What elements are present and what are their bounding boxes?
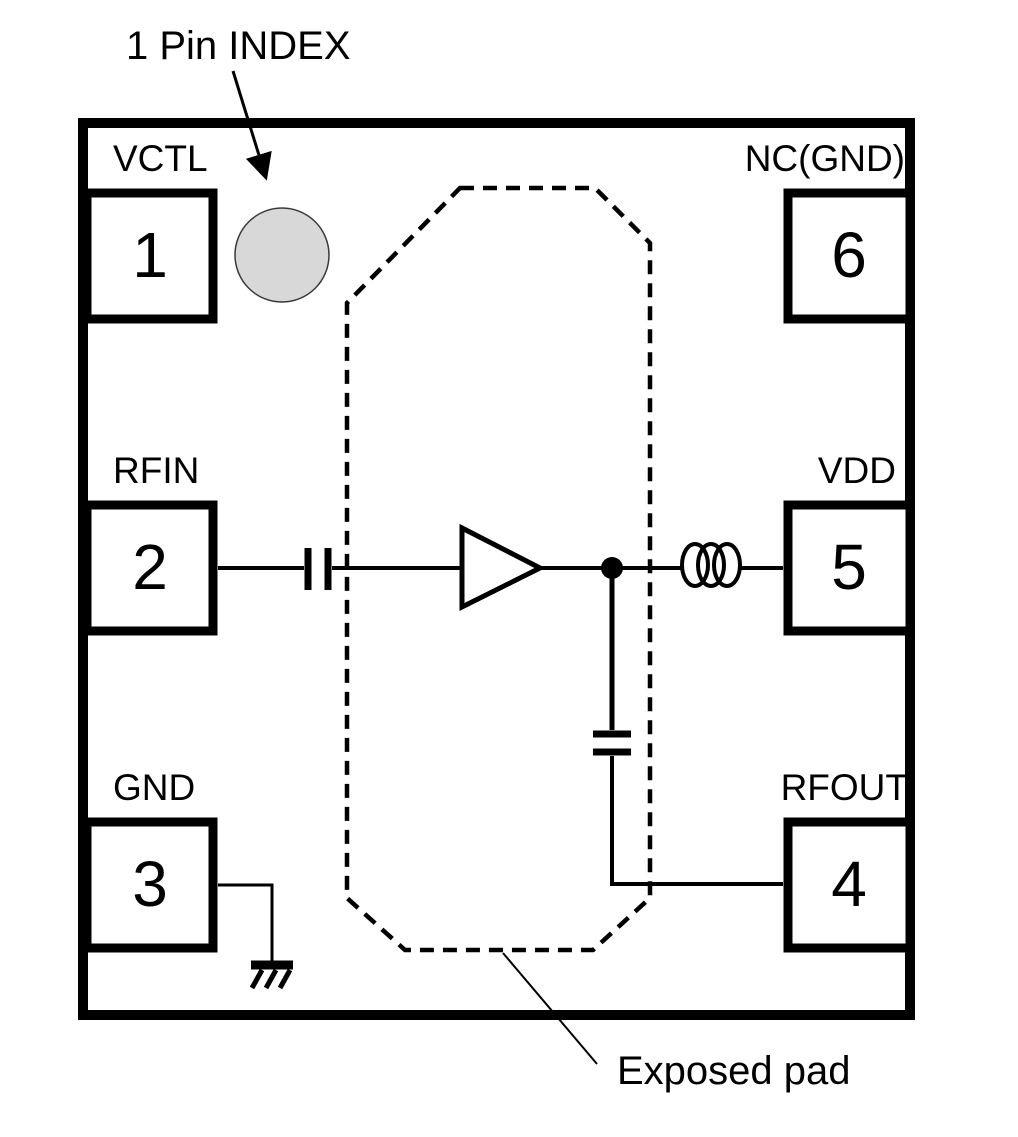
pin-2-label: RFIN [113,450,200,491]
pin-1-index-dot [234,207,330,303]
pin-6-number: 6 [831,219,867,291]
bypass-capacitor [593,730,631,756]
rfout-wire [610,756,783,886]
inductor-coil [680,542,742,588]
pin-index-annotation: 1 Pin INDEX [126,24,351,68]
pin-5-box [783,500,915,636]
pin-3-box [82,817,218,953]
pin-3-label: GND [113,767,196,808]
pin-1-label: VCTL [113,138,208,179]
pin-4-box [783,817,915,953]
pin-5-label: VDD [817,450,896,491]
pin-1-number: 1 [132,219,168,291]
pin-index-arrow [231,70,272,181]
dc-block-capacitor [304,548,332,590]
pin-4-number: 4 [831,848,867,920]
chassis-ground-symbol [249,960,293,990]
exposed-pad-outline [344,185,653,953]
exposed-pad-leader-line [502,952,598,1065]
pin-6-label: NC(GND) [744,138,905,179]
pin-6-box [783,188,915,324]
pin-2-box [82,500,218,636]
pin-5-number: 5 [831,531,867,603]
pin-4-label: RFOUT [780,767,908,808]
amplifier-symbol [459,523,546,612]
gnd-wire [218,883,274,962]
pin-3-number: 3 [132,848,168,920]
exposed-pad-annotation: Exposed pad [617,1049,851,1093]
pin-2-number: 2 [132,531,168,603]
pin-1-box [82,188,218,324]
